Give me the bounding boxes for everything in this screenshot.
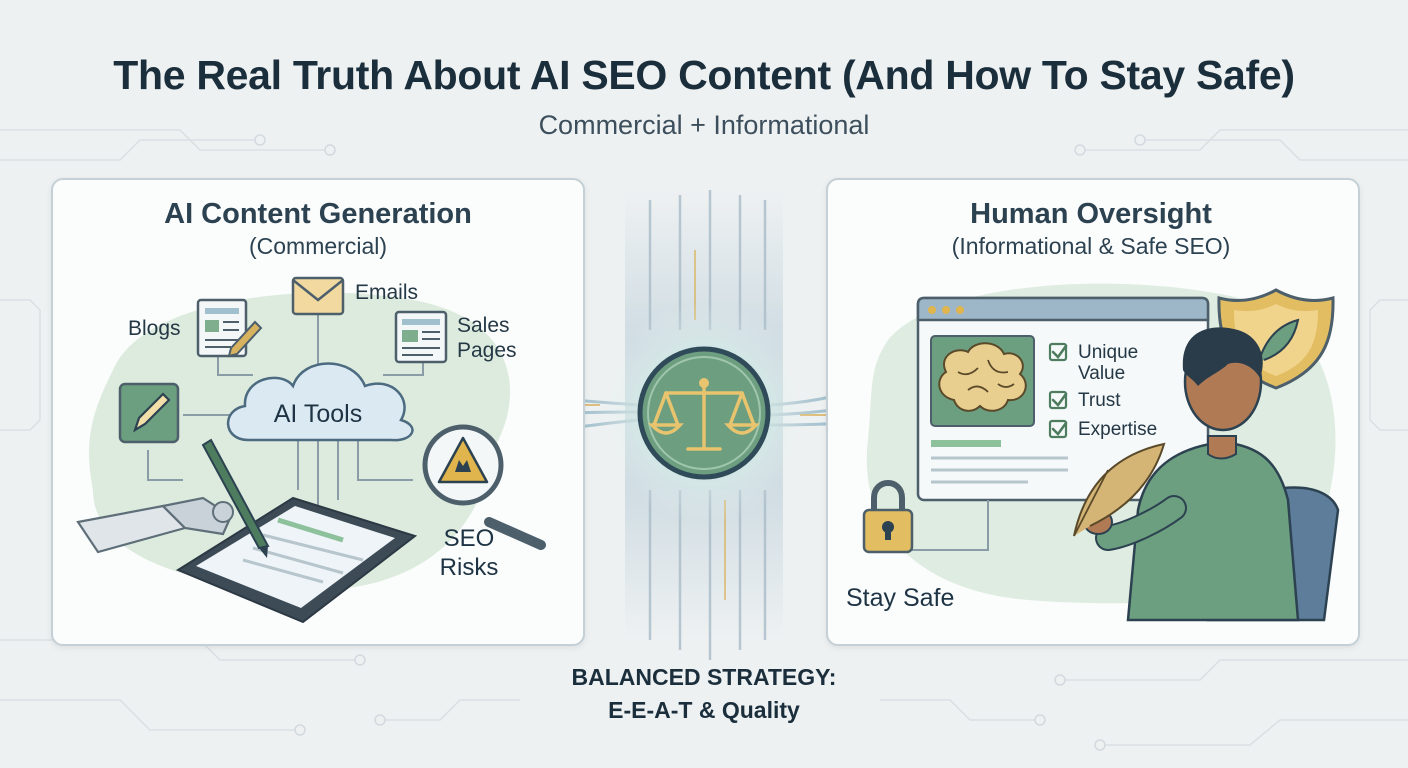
right-panel-subtitle: (Informational & Safe SEO) [951, 233, 1231, 259]
checklist-checkboxes [1048, 342, 1068, 439]
left-panel-title: AI Content Generation [164, 198, 472, 230]
right-panel-illustration [862, 283, 1340, 622]
blogs-label: Blogs [128, 317, 181, 340]
page-title: The Real Truth About AI SEO Content (And… [113, 52, 1295, 98]
stay-safe-label: Stay Safe [846, 584, 955, 612]
balance-scale-icon [637, 346, 771, 480]
seo-risk-magnifier-icon [422, 424, 546, 550]
balanced-strategy-heading: BALANCED STRATEGY: [571, 664, 837, 690]
page-subtitle: Commercial + Informational [538, 110, 870, 140]
expertise-label: Expertise [1078, 419, 1158, 440]
eeat-quality-text: E-E-A-T & Quality [608, 697, 800, 723]
left-panel-illustration [76, 276, 546, 624]
ai-tools-label: AI Tools [273, 400, 363, 428]
sales-pages-label: Sales Pages [457, 314, 517, 362]
cloud-icon [226, 362, 414, 442]
pencil-edit-icon [118, 382, 180, 444]
human-editor-person [1073, 327, 1300, 622]
brain-icon [938, 342, 1027, 412]
trust-label: Trust [1078, 390, 1121, 411]
blog-document-icon [196, 298, 263, 358]
tablet-icon [175, 496, 418, 624]
seo-risks-label: SEO Risks [439, 525, 499, 581]
sales-page-icon [394, 310, 448, 364]
padlock-icon [862, 480, 914, 554]
email-envelope-icon [291, 276, 345, 316]
right-panel-title: Human Oversight [970, 198, 1212, 230]
unique-value-label: Unique Value [1078, 342, 1139, 384]
robot-hand-icon [76, 438, 270, 558]
left-panel-subtitle: (Commercial) [249, 233, 387, 259]
emails-label: Emails [355, 281, 419, 304]
